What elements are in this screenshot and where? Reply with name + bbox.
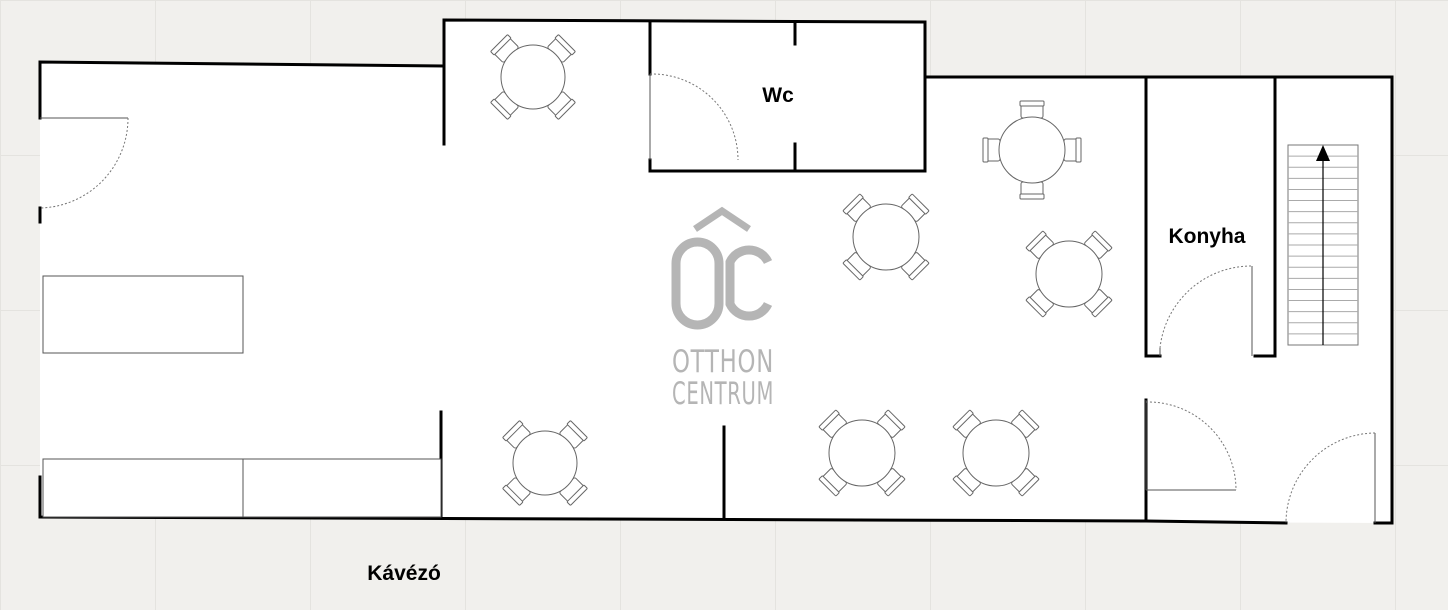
logo-text-otthon: OTTHON	[672, 344, 774, 380]
tables	[490, 34, 1113, 506]
chair	[952, 409, 981, 438]
round-table	[962, 419, 1030, 487]
chair	[1019, 181, 1045, 200]
table-with-chairs	[952, 409, 1040, 497]
room-label-wc: Wc	[762, 84, 794, 107]
round-table	[512, 430, 578, 496]
chair	[502, 477, 531, 506]
doors	[39, 73, 1376, 524]
outer-walls	[38, 18, 1394, 525]
chair	[490, 91, 519, 120]
table-with-chairs	[982, 100, 1082, 200]
counters	[42, 275, 442, 518]
table-with-chairs	[842, 193, 930, 281]
chair	[1084, 289, 1113, 318]
arrow-up-icon	[1316, 145, 1330, 161]
round-table	[1035, 240, 1103, 308]
chair	[490, 34, 519, 63]
chair	[559, 477, 588, 506]
table-with-chairs	[818, 409, 906, 497]
room-label-konyha: Konyha	[1168, 225, 1245, 248]
chair	[1025, 289, 1054, 318]
entrance-door-left	[39, 117, 129, 209]
bar-counter	[42, 275, 244, 354]
otthon-centrum-logo: OTTHON CENTRUM	[671, 206, 774, 412]
chair	[982, 137, 1001, 163]
round-table	[500, 44, 566, 110]
counter-left	[42, 458, 244, 518]
chair	[901, 193, 930, 222]
chair	[818, 468, 847, 497]
entrance-door-right	[1285, 432, 1376, 524]
wc-door	[649, 73, 739, 161]
logo-hat-icon	[693, 206, 751, 232]
round-table	[852, 203, 920, 271]
staircase	[1287, 144, 1359, 346]
round-table	[828, 419, 896, 487]
table-with-chairs	[502, 420, 588, 506]
counter-right	[242, 458, 442, 518]
chair	[877, 409, 906, 438]
chair	[842, 193, 871, 222]
table-with-chairs	[490, 34, 576, 120]
chair	[559, 420, 588, 449]
room-label-kavezo: Kávézó	[367, 562, 441, 585]
logo-text-centrum: CENTRUM	[672, 376, 774, 412]
chair	[1011, 409, 1040, 438]
storage-door	[1145, 400, 1237, 491]
chair	[1063, 137, 1082, 163]
chair	[877, 468, 906, 497]
table-with-chairs	[1025, 230, 1113, 318]
logo-mark-oc	[671, 237, 773, 330]
kitchen-door	[1159, 265, 1253, 356]
chair	[1019, 100, 1045, 119]
round-table	[998, 116, 1066, 184]
